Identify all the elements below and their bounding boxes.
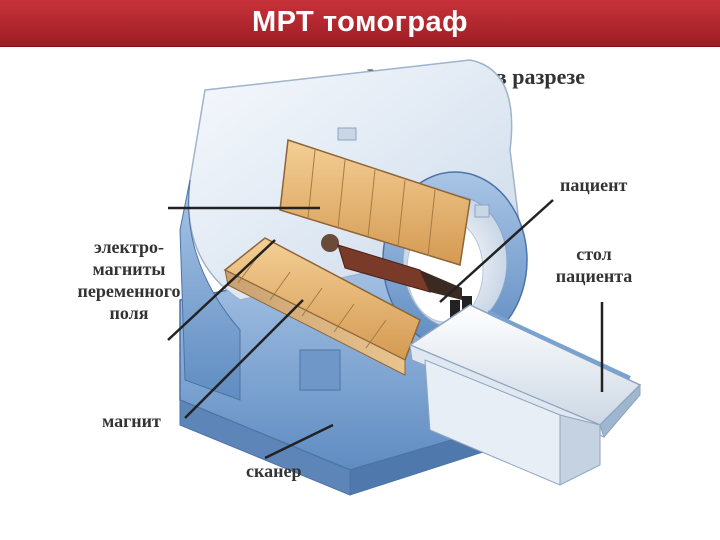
- label-patient-table-line1: стол: [576, 244, 612, 264]
- patient-table: [408, 304, 642, 486]
- lower-electromagnet-coil: [223, 237, 421, 376]
- label-patient-table-line2: пациента: [555, 266, 633, 286]
- label-electromagnets: электро- магниты переменного поля: [64, 236, 194, 324]
- label-scanner: сканер: [246, 461, 302, 481]
- leader-patient: [439, 199, 554, 303]
- label-magnet: магнит: [102, 411, 161, 431]
- slide-title: МРТ томограф: [251, 6, 469, 38]
- title-bar: МРТ томограф: [0, 0, 720, 47]
- leader-lines: [167, 199, 604, 460]
- label-patient: пациент: [560, 175, 628, 195]
- label-electromagnets-line2: магниты: [92, 259, 166, 279]
- leader-magnet: [184, 299, 304, 419]
- label-patient-table: стол пациента: [548, 243, 640, 287]
- label-electromagnets-line4: поля: [109, 303, 149, 323]
- leader-scanner: [264, 423, 334, 460]
- label-electromagnets-line3: переменного: [77, 281, 181, 301]
- label-electromagnets-line1: электро-: [94, 237, 164, 257]
- upper-electromagnet-coil: [279, 138, 471, 266]
- leader-electromagnets-lower: [167, 239, 276, 341]
